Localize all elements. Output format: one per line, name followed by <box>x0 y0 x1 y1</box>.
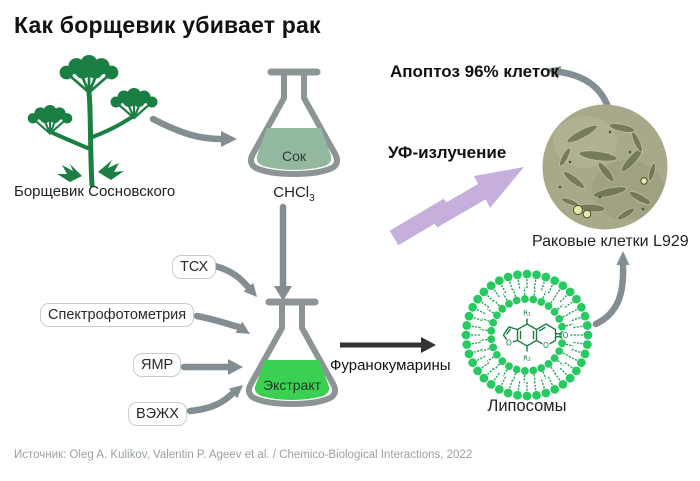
plant-label: Борщевик Сосновского <box>14 183 176 200</box>
method-box-hplc: ВЭЖХ <box>128 402 187 426</box>
solvent-formula-main: CHCl <box>273 184 310 201</box>
plant-branch-left <box>51 131 92 151</box>
method-box-spectrophotometry: Спектрофотометрия <box>40 303 195 327</box>
juice-flask <box>248 68 340 177</box>
solvent-formula-sub: 3 <box>309 193 315 204</box>
liposome-bilayer <box>461 269 593 401</box>
source-credit: Источник: Oleg A. Kulikov, Valentin P. A… <box>14 449 473 461</box>
flask-liquid-juice <box>256 128 332 170</box>
plant-leaf <box>57 164 82 182</box>
arrowhead <box>228 359 243 375</box>
cancer-cells-label: Раковые клетки L929 <box>532 233 689 250</box>
plant-umbel <box>26 103 74 135</box>
plant-branch-right <box>88 115 134 140</box>
arrowhead <box>235 321 250 334</box>
oxygen-label: O <box>506 339 512 348</box>
plant-stem <box>86 89 95 187</box>
flask-liquid-extract <box>254 360 330 400</box>
method-label: ВЭЖХ <box>136 406 179 422</box>
method-box-nmr: ЯМР <box>133 353 182 377</box>
arrowhead <box>547 66 562 79</box>
cancer-cells-micrograph <box>542 104 668 230</box>
oxygen-label: O <box>543 341 549 350</box>
method-label: Спектрофотометрия <box>48 307 187 323</box>
method-label: ЯМР <box>141 357 174 373</box>
substituent-r2: R₂ <box>523 355 531 363</box>
arrow-plant-to-juice <box>149 115 225 143</box>
method-label: ТСХ <box>180 259 209 275</box>
arrowhead <box>274 286 292 301</box>
arrow-tsx <box>211 262 252 291</box>
furanocoumarin-structure: O O O R₁ R₂ <box>502 310 570 363</box>
hogweed-plant-illustration <box>26 53 159 187</box>
arrow-hplc <box>186 389 237 415</box>
plant-umbel <box>109 86 159 120</box>
extract-flask <box>246 298 338 407</box>
liposome-illustration: O O O R₁ R₂ <box>461 269 593 401</box>
extract-flask-label: Экстракт <box>262 377 322 393</box>
juice-flask-label: Сок <box>281 148 307 164</box>
apoptosis-result-label: Апоптоз 96% клеток <box>390 62 559 81</box>
arrow-cells-to-apoptosis <box>556 68 612 111</box>
arrowhead <box>228 385 243 399</box>
plant-umbel <box>58 53 120 94</box>
arrowhead <box>616 251 630 265</box>
uv-lightning-arrow <box>389 167 524 246</box>
page-title: Как борщевик убивает рак <box>14 12 321 38</box>
solvent-formula: CHCl3 <box>242 184 346 204</box>
arrowhead <box>421 337 436 353</box>
uv-radiation-label: УФ-излучение <box>388 143 507 162</box>
substituent-r1: R₁ <box>523 310 531 318</box>
arrow-spectro <box>193 312 243 331</box>
oxygen-label: O <box>563 331 569 340</box>
arrow-liposome-to-cells <box>592 262 627 328</box>
liposome-label: Липосомы <box>487 397 567 415</box>
method-box-tsx: ТСХ <box>172 255 217 279</box>
arrowhead <box>243 282 257 297</box>
furanocoumarins-label: Фуранокумарины <box>330 357 451 374</box>
plant-leaf <box>98 160 124 180</box>
arrowhead <box>221 131 237 147</box>
